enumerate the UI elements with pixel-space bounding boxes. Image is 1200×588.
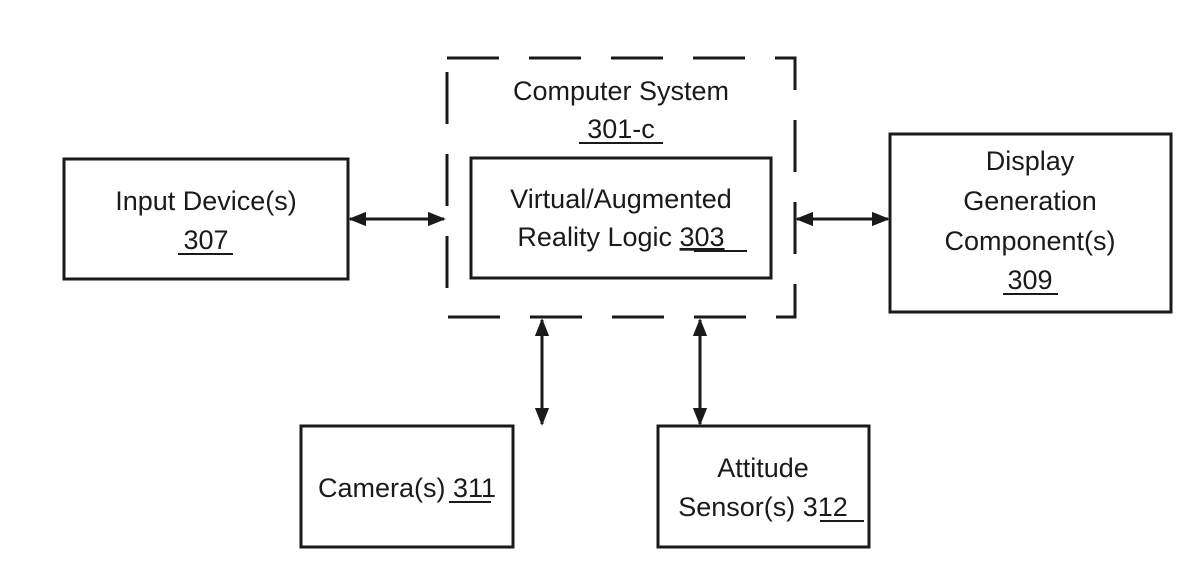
attitude-sensor-block: Attitude Sensor(s) 312 — [656, 424, 871, 549]
vr-ar-logic-label-text: Reality Logic — [517, 222, 679, 252]
camera-block: Camera(s) 311 — [299, 424, 515, 549]
camera-label: Camera(s) 311 — [318, 473, 496, 503]
attitude-sensor-label-line2: Sensor(s) 312 — [678, 492, 848, 522]
attitude-sensor-box — [656, 424, 871, 549]
vr-ar-logic-ref: 303 — [680, 222, 725, 252]
display-generation-label-line3: Component(s) — [944, 226, 1115, 256]
computer-system-dashed-border — [445, 56, 797, 319]
camera-ref: 311 — [453, 473, 496, 503]
input-device-label: Input Device(s) — [115, 186, 297, 216]
display-generation-block: Display Generation Component(s) 309 — [888, 132, 1173, 314]
display-generation-label-line2: Generation — [963, 186, 1097, 216]
computer-system-ref: 301-c — [587, 114, 655, 144]
attitude-sensor-label-text: Sensor(s) — [678, 492, 803, 522]
computer-system-label: Computer System — [513, 76, 729, 106]
display-generation-label-line1: Display — [986, 146, 1075, 176]
vr-ar-logic-label-line1: Virtual/Augmented — [510, 184, 732, 214]
input-device-ref: 307 — [183, 225, 228, 255]
computer-system-container: Computer System 301-c — [445, 56, 797, 319]
display-generation-box — [888, 132, 1173, 314]
camera-label-text: Camera(s) — [318, 473, 453, 503]
vr-ar-logic-box — [469, 156, 773, 280]
input-device-box — [62, 157, 350, 281]
input-device-block: Input Device(s) 307 — [62, 157, 350, 281]
attitude-sensor-label-line1: Attitude — [717, 453, 809, 483]
camera-box — [299, 424, 515, 549]
display-generation-ref: 309 — [1007, 265, 1052, 295]
attitude-sensor-ref: 312 — [803, 492, 848, 522]
vr-ar-logic-block: Virtual/Augmented Reality Logic 303 — [469, 156, 773, 280]
vr-ar-logic-label-line2: Reality Logic 303 — [517, 222, 724, 252]
